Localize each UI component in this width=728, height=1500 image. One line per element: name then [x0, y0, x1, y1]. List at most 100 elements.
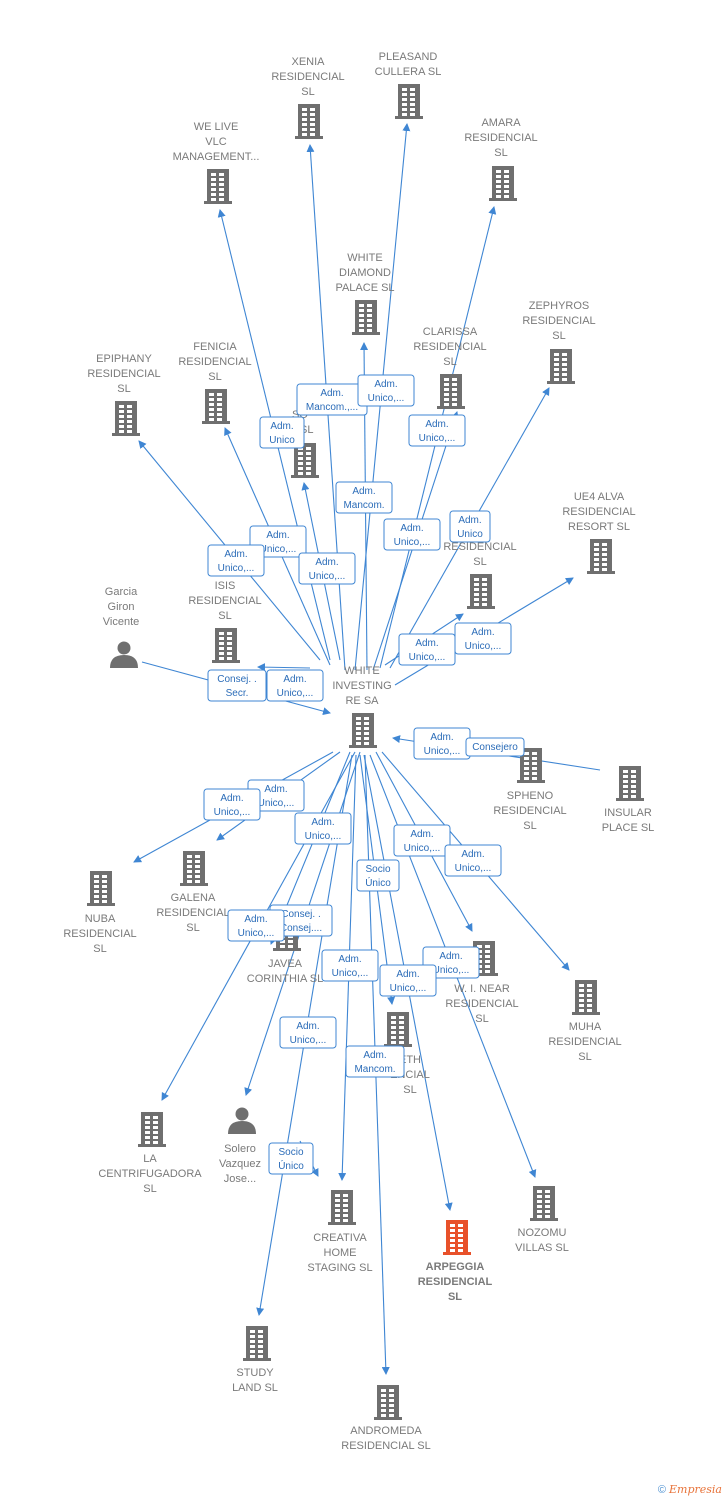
role-badge[interactable]: Adm.Unico,... — [393, 824, 451, 857]
role-badge[interactable]: Adm.Mancom. — [335, 481, 393, 514]
badge-label: Adm. — [338, 954, 361, 965]
role-badge[interactable]: Adm.Unico,... — [207, 544, 265, 577]
role-badge[interactable]: Adm.Unico,... — [203, 788, 261, 821]
role-badge[interactable]: Adm.Unico,... — [444, 844, 502, 877]
badge-label: Unico,... — [309, 571, 346, 582]
role-badges-layer: Adm.Mancom.,...Adm.Unico,...Adm.UnicoAdm… — [203, 374, 525, 1175]
node-label: FENICIA — [193, 341, 237, 353]
role-badge[interactable]: Adm. Unico,... — [408, 414, 466, 447]
role-badge[interactable]: Adm.Unico,... — [454, 622, 512, 655]
role-badge[interactable]: Adm.Unico,... — [227, 909, 285, 942]
node-welive[interactable]: WE LIVEVLCMANAGEMENT... — [173, 121, 260, 204]
role-badge[interactable]: Adm.Unico,... — [422, 946, 480, 979]
role-badge[interactable]: Adm.Unico — [449, 510, 491, 543]
footer-credit[interactable]: © Empresia — [658, 1483, 722, 1496]
node-label: STUDY — [236, 1367, 274, 1379]
node-label: SL — [186, 922, 199, 934]
role-badge[interactable]: Consej. .Secr. — [207, 669, 267, 702]
role-badge[interactable]: Adm.Unico,... — [321, 949, 379, 982]
role-badge[interactable]: Adm. Unico,... — [298, 552, 356, 585]
node-label: NUBA — [85, 913, 116, 925]
role-badge[interactable]: Adm.Mancom. — [345, 1045, 405, 1078]
node-label: SL — [443, 356, 456, 368]
building-icon — [616, 766, 644, 801]
building-icon — [112, 401, 140, 436]
brand-name: Empresia — [669, 1483, 722, 1496]
building-icon — [489, 166, 517, 201]
node-label: MUHA — [569, 1021, 602, 1033]
role-badge[interactable]: Adm.Unico,... — [294, 812, 352, 845]
role-badge[interactable]: Adm.Unico,... — [379, 964, 437, 997]
node-label: Solero — [224, 1143, 256, 1155]
badge-label: Unico,... — [419, 433, 456, 444]
node-label: RESIDENCIAL — [562, 506, 635, 518]
badge-label: Unico,... — [258, 798, 295, 809]
role-badge[interactable]: Adm.Unico,... — [357, 374, 415, 407]
node-label: Vazquez — [219, 1158, 261, 1170]
building-icon — [587, 539, 615, 574]
node-label: WHITE — [344, 665, 379, 677]
node-label: PALACE SL — [335, 282, 394, 294]
badge-label: Adm. — [425, 419, 448, 430]
building-icon — [443, 1220, 471, 1255]
role-badge[interactable]: Adm.Unico,... — [398, 633, 456, 666]
node-label: SL — [117, 383, 130, 395]
building-icon — [517, 748, 545, 783]
building-icon — [395, 84, 423, 119]
role-badge[interactable]: Adm.Unico,... — [279, 1016, 337, 1049]
node-label: STAGING SL — [307, 1262, 372, 1274]
role-badge[interactable]: Adm.Unico,... — [413, 727, 471, 760]
role-badge[interactable]: Adm.Unico,... — [383, 518, 441, 551]
node-label: SL — [403, 1084, 416, 1096]
building-icon — [202, 389, 230, 424]
node-label: ZEPHYROS — [529, 300, 590, 312]
node-label: PLACE SL — [602, 822, 655, 834]
role-badge[interactable]: Adm.Unico,... — [266, 669, 324, 702]
node-label: JAVEA — [268, 958, 303, 970]
node-label: WHITE — [347, 252, 382, 264]
node-label: SL — [475, 1013, 488, 1025]
role-badge[interactable]: Adm.Unico,... — [247, 779, 305, 812]
badge-label: Unico,... — [404, 843, 441, 854]
node-label: Garcia — [105, 586, 138, 598]
relation-edge — [257, 663, 311, 672]
node-label: CLARISSA — [423, 326, 478, 338]
node-label: RESIDENCIAL — [271, 71, 344, 83]
badge-label: Adm. — [315, 557, 338, 568]
role-badge[interactable]: Consejero — [465, 737, 525, 757]
node-label: GALENA — [171, 892, 216, 904]
node-label: CORINTHIA SL — [247, 973, 323, 985]
role-badge[interactable]: Adm.Mancom.,... — [296, 383, 368, 416]
node-solero[interactable]: SoleroVazquezJose... — [219, 1107, 261, 1186]
node-label: RE SA — [345, 695, 379, 707]
role-badge[interactable]: Adm.Unico — [259, 416, 305, 449]
badge-label: Unico,... — [260, 544, 297, 555]
node-label: NOZOMU — [518, 1227, 567, 1239]
